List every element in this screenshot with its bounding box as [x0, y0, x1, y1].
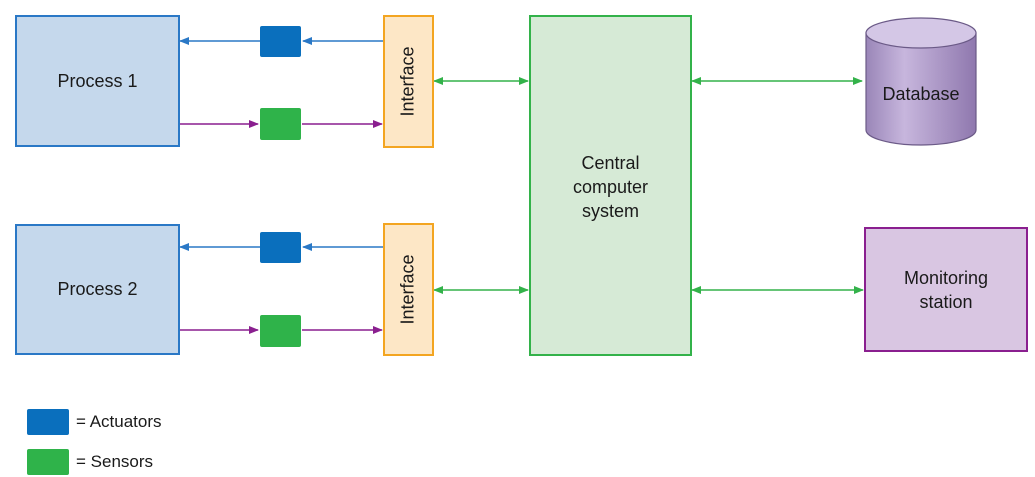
interface-1-label: Interface — [398, 46, 419, 117]
process-1-box: Process 1 — [15, 15, 180, 147]
database-cylinder-icon — [865, 17, 977, 146]
monitoring-station-label: Monitoring station — [903, 267, 989, 312]
process-2-actuator — [260, 232, 301, 263]
interface-2-box: Interface — [383, 223, 434, 356]
central-computer-system-label: Central computer system — [572, 153, 649, 221]
process-2-label: Process 2 — [57, 279, 138, 299]
legend-actuators-label: = Actuators — [76, 412, 162, 431]
interface-1-box: Interface — [383, 15, 434, 148]
process-1-sensor — [260, 108, 301, 140]
process-2-box: Process 2 — [15, 224, 180, 355]
monitoring-station-box: Monitoring station — [864, 227, 1028, 352]
process-1-actuator — [260, 26, 301, 57]
process-2-sensor — [260, 315, 301, 347]
legend-actuator-swatch — [27, 409, 69, 435]
central-computer-system-box: Central computer system — [529, 15, 692, 356]
legend-sensor-swatch — [27, 449, 69, 475]
legend-sensors-label: = Sensors — [76, 452, 154, 471]
database-label: Database — [882, 84, 960, 104]
interface-2-label: Interface — [398, 254, 419, 325]
process-1-label: Process 1 — [57, 70, 138, 91]
